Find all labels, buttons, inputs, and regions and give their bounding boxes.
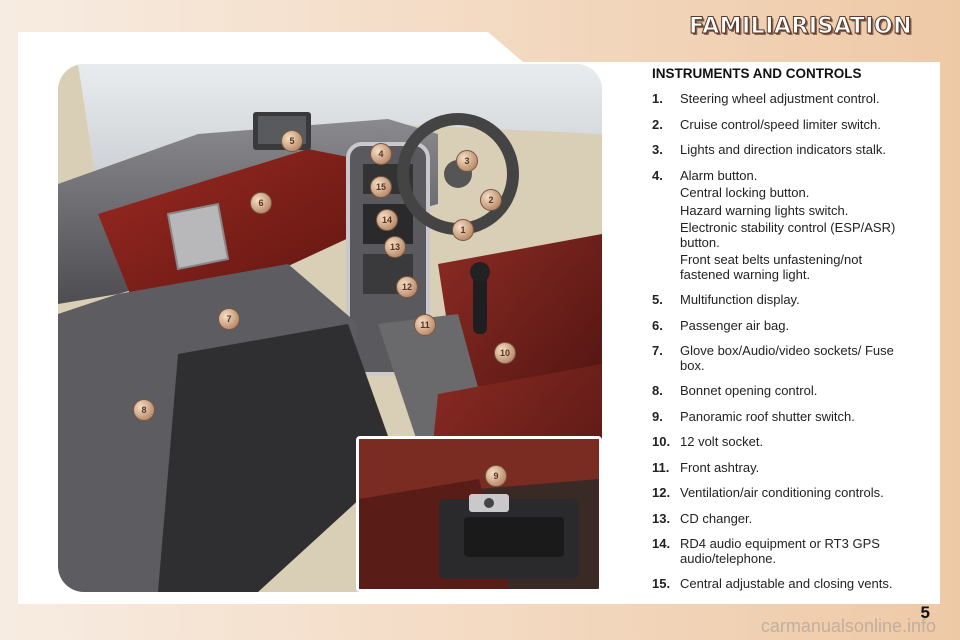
item-number: 3. bbox=[652, 142, 663, 157]
callout-14: 14 bbox=[376, 209, 398, 231]
list-item: 4. Alarm button. Central locking button.… bbox=[652, 167, 912, 286]
item-text: Central locking button. bbox=[680, 185, 810, 200]
item-text: Front ashtray. bbox=[680, 459, 760, 475]
item-number: 14. bbox=[652, 536, 671, 551]
list-item: 9. Panoramic roof shutter switch. bbox=[652, 408, 912, 428]
item-text: RD4 audio equipment or RT3 GPS audio/tel… bbox=[680, 536, 880, 566]
dashboard-illustration: 5 6 7 8 4 15 14 13 12 11 10 3 2 1 bbox=[58, 64, 602, 592]
watermark: carmanualsonline.info bbox=[760, 616, 936, 636]
callout-12: 12 bbox=[396, 276, 418, 298]
controls-list: 1. Steering wheel adjustment control. 2.… bbox=[652, 91, 912, 603]
item-text: Front seat belts unfastening/not fastene… bbox=[680, 252, 863, 282]
item-number: 7. bbox=[652, 343, 663, 358]
item-number: 2. bbox=[652, 116, 663, 132]
callout-11: 11 bbox=[414, 314, 436, 336]
item-text: Bonnet opening control. bbox=[680, 383, 818, 398]
list-item: 8. Bonnet opening control. bbox=[652, 383, 912, 402]
list-item: 5. Multifunction display. bbox=[652, 292, 912, 311]
item-text: CD changer. bbox=[680, 510, 753, 526]
item-text: Panoramic roof shutter switch. bbox=[680, 408, 855, 424]
page-number: 5 bbox=[920, 603, 930, 622]
callout-13: 13 bbox=[384, 236, 406, 258]
list-item: 7. Glove box/Audio/video sockets/ Fuse b… bbox=[652, 343, 912, 376]
callout-2: 2 bbox=[480, 189, 502, 211]
list-item: 6. Passenger air bag. bbox=[652, 317, 912, 337]
list-item: 12. Ventilation/air conditioning control… bbox=[652, 485, 912, 504]
item-text: Cruise control/speed limiter switch. bbox=[680, 116, 881, 132]
item-number: 9. bbox=[652, 408, 663, 424]
item-number: 13. bbox=[652, 510, 671, 526]
item-text: Glove box/Audio/video sockets/ Fuse box. bbox=[680, 343, 894, 373]
callout-9: 9 bbox=[485, 465, 507, 487]
callout-4: 4 bbox=[370, 143, 392, 165]
item-number: 5. bbox=[652, 292, 663, 307]
callout-15: 15 bbox=[370, 176, 392, 198]
dashboard-drawing bbox=[58, 64, 602, 592]
console-drawing bbox=[359, 439, 599, 589]
item-text: Ventilation/air conditioning controls. bbox=[680, 485, 884, 500]
list-item: 10. 12 volt socket. bbox=[652, 434, 912, 453]
item-text: Lights and direction indicators stalk. bbox=[680, 142, 886, 157]
item-text: Passenger air bag. bbox=[680, 317, 790, 333]
item-text: Multifunction display. bbox=[680, 292, 800, 307]
page-heading: FAMILIARISATION bbox=[689, 14, 912, 40]
item-number: 4. bbox=[652, 167, 663, 183]
list-item: 13. CD changer. bbox=[652, 510, 912, 530]
item-number: 15. bbox=[652, 576, 671, 591]
callout-5: 5 bbox=[281, 130, 303, 152]
item-number: 8. bbox=[652, 383, 663, 398]
callout-1: 1 bbox=[452, 219, 474, 241]
item-text: Electronic stability control (ESP/ASR) b… bbox=[680, 220, 896, 250]
list-item: 15. Central adjustable and closing vents… bbox=[652, 576, 912, 595]
callout-6: 6 bbox=[250, 192, 272, 214]
item-text: Alarm button. bbox=[680, 167, 758, 183]
section-title: INSTRUMENTS AND CONTROLS bbox=[652, 66, 862, 81]
item-text: 12 volt socket. bbox=[680, 434, 764, 449]
item-number: 1. bbox=[652, 91, 663, 106]
item-number: 6. bbox=[652, 317, 663, 333]
item-number: 12. bbox=[652, 485, 671, 500]
item-number: 11. bbox=[652, 459, 670, 475]
item-text: Steering wheel adjustment control. bbox=[680, 91, 880, 106]
list-item: 1. Steering wheel adjustment control. bbox=[652, 91, 912, 110]
callout-10: 10 bbox=[494, 342, 516, 364]
item-text: Central adjustable and closing vents. bbox=[680, 576, 893, 591]
list-item: 11. Front ashtray. bbox=[652, 459, 912, 479]
callout-7: 7 bbox=[218, 308, 240, 330]
item-text: Hazard warning lights switch. bbox=[680, 202, 849, 218]
item-number: 10. bbox=[652, 434, 671, 449]
list-item: 14. RD4 audio equipment or RT3 GPS audio… bbox=[652, 536, 912, 569]
list-item: 3. Lights and direction indicators stalk… bbox=[652, 142, 912, 161]
list-item: 2. Cruise control/speed limiter switch. bbox=[652, 116, 912, 136]
callout-3: 3 bbox=[456, 150, 478, 172]
console-inset-illustration: 9 bbox=[356, 436, 602, 592]
callout-8: 8 bbox=[133, 399, 155, 421]
